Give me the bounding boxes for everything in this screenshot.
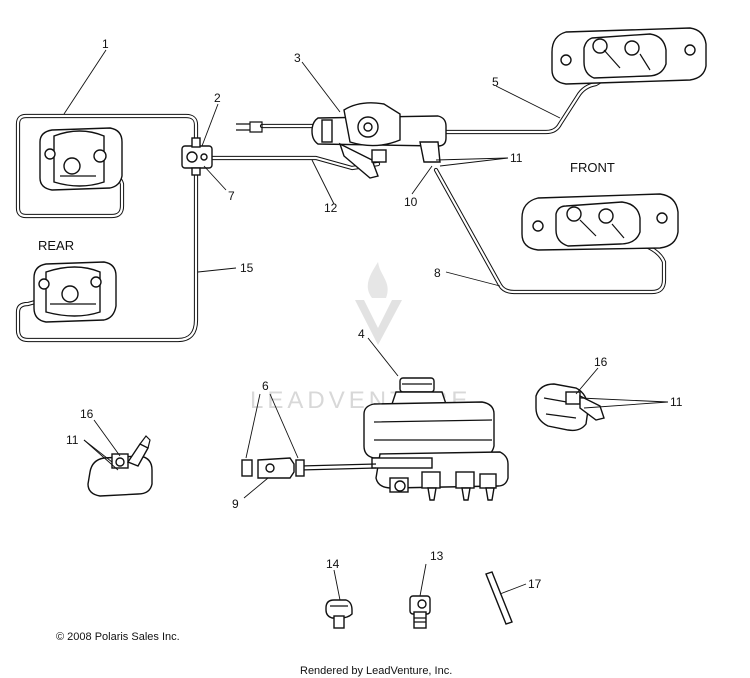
callout-14: 14 <box>326 557 340 571</box>
callout-11-right: 11 <box>670 395 683 409</box>
callout-16-right: 16 <box>594 355 608 369</box>
left-switch-assembly <box>87 435 153 497</box>
rear-lower-caliper <box>33 261 117 323</box>
callout-5: 5 <box>492 75 499 89</box>
callout-11-front: 11 <box>510 151 523 165</box>
callout-6: 6 <box>262 379 269 393</box>
front-right-caliper <box>551 27 707 85</box>
rear-upper-caliper <box>39 127 123 191</box>
rendered-by-text: Rendered by LeadVenture, Inc. <box>300 665 452 677</box>
main-master-cylinder <box>241 377 509 501</box>
upper-master-cylinder <box>311 102 447 179</box>
callout-13: 13 <box>430 549 444 563</box>
callout-17: 17 <box>528 577 542 591</box>
part-17-pin <box>485 571 513 625</box>
callout-16-left: 16 <box>80 407 94 421</box>
callout-2: 2 <box>214 91 221 105</box>
callout-15: 15 <box>240 261 254 275</box>
callout-7: 7 <box>228 189 235 203</box>
brake-splitter-block <box>181 137 213 176</box>
caption-front: FRONT <box>570 160 615 175</box>
callout-1: 1 <box>102 37 109 51</box>
callout-12: 12 <box>324 201 338 215</box>
callout-numbers: 1 2 3 4 5 6 7 8 9 10 11 12 13 14 15 16 1… <box>66 37 683 591</box>
brake-lines <box>15 75 667 343</box>
callout-10: 10 <box>404 195 418 209</box>
part-14-clip <box>325 599 353 629</box>
callout-3: 3 <box>294 51 301 65</box>
callout-8: 8 <box>434 266 441 280</box>
copyright-text: © 2008 Polaris Sales Inc. <box>56 631 180 643</box>
callout-4: 4 <box>358 327 365 341</box>
leader-lines <box>63 49 669 601</box>
callout-11-left: 11 <box>66 433 79 447</box>
callout-9: 9 <box>232 497 239 511</box>
front-left-caliper <box>521 193 679 251</box>
part-13-fitting <box>409 595 431 629</box>
right-switch-assembly <box>535 383 605 432</box>
caption-rear: REAR <box>38 238 74 253</box>
